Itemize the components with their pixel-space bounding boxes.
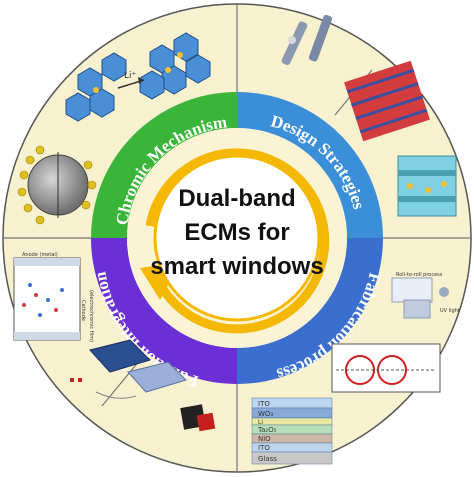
stack-layer-2: WO₃ <box>258 410 273 418</box>
woven-structure-illustration <box>344 60 430 142</box>
li-ion-label: Li⁺ <box>124 71 137 81</box>
segment-chromic-mechanism <box>91 92 237 238</box>
lattice-illustration: Li⁺ <box>65 32 211 122</box>
stack-layer-6: ITO <box>258 444 270 452</box>
electrolyte-label: (electrochromic film) <box>88 290 94 342</box>
segment-fabrication-process <box>237 238 383 384</box>
stack-layer-4: Ta₂O₅ <box>257 426 277 434</box>
outer-dividers <box>4 4 470 472</box>
stack-layer-3: Li <box>258 419 263 426</box>
center-circle <box>153 154 321 322</box>
uv-light-label: UV light <box>440 308 460 314</box>
nanotube-illustration <box>281 14 333 65</box>
segment-function-integration <box>91 238 237 384</box>
center-title-line2: ECMs for <box>184 219 289 246</box>
stack-layer-7: Glass <box>258 455 277 463</box>
anode-label: Anode (metal) <box>22 252 58 258</box>
center-title-line1: Dual-band <box>178 185 295 212</box>
circuit-illustration <box>331 343 441 393</box>
electrochromic-cell-illustration: Anode (metal) Cathode (electrochromic fi… <box>13 252 94 342</box>
cathode-label: Cathode <box>80 300 86 321</box>
stack-layer-1: ITO <box>258 400 270 408</box>
device-integration-illustration <box>70 339 216 432</box>
nanoparticle-illustration <box>17 145 97 225</box>
segment-design-strategies <box>237 92 383 238</box>
center-title-line3: smart windows <box>150 253 323 280</box>
roll-process-illustration: Roll-to-roll process UV light <box>391 272 460 319</box>
roll-process-label: Roll-to-roll process <box>396 272 443 278</box>
device-stack-illustration: ITO WO₃ Li Ta₂O₅ NiO ITO Glass <box>251 397 333 465</box>
layered-film-illustration <box>397 155 457 217</box>
stack-layer-5: NiO <box>258 435 271 443</box>
